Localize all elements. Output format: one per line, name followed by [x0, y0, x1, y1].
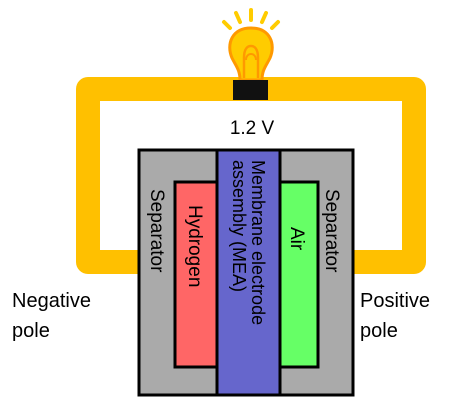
- positive-pole-label-line2: pole: [360, 320, 398, 342]
- left-separator-label: Separator: [146, 189, 167, 273]
- positive-pole-label-line1: Positive: [360, 290, 430, 312]
- air-layer: [276, 180, 320, 369]
- hydrogen-label: Hydrogen: [184, 205, 205, 287]
- fuel-cell: [137, 148, 355, 397]
- voltage-label: 1.2 V: [230, 118, 275, 139]
- negative-pole-label-line2: pole: [12, 320, 50, 342]
- light-bulb-icon: [222, 8, 280, 100]
- mea-layer: [215, 148, 282, 397]
- mea-label-line1: Membrane electrode: [248, 160, 268, 325]
- air-label: Air: [286, 227, 307, 251]
- negative-pole-label-line1: Negative: [12, 290, 91, 312]
- mea-label-line2: assembly (MEA): [229, 160, 249, 292]
- right-separator-label: Separator: [321, 189, 342, 273]
